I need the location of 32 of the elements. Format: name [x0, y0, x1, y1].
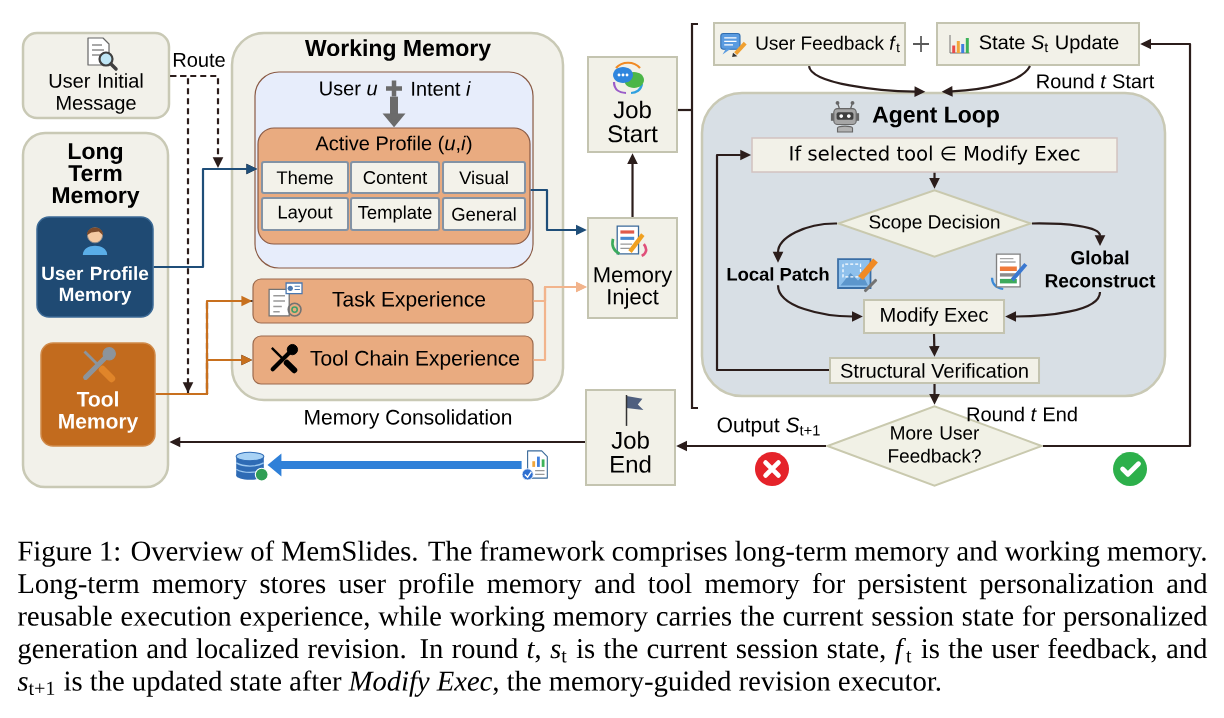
feedback-box: User Feedback f$_{t}$ [713, 22, 906, 66]
database-icon [235, 451, 269, 482]
process-box: Modify Exec [863, 299, 1005, 334]
step-box: Memory Inject [587, 217, 678, 319]
edge-label: Route [170, 51, 228, 69]
process-box: Structural Verification [829, 357, 1040, 384]
edge-label: Memory Consolidation [301, 407, 515, 431]
arrow [715, 149, 829, 372]
note-text: Round t Start [1037, 73, 1155, 89]
heading-text: Intent i [412, 81, 471, 96]
connector-line [678, 108, 692, 112]
caption: Figure 1: Overview of MemSlides. The framework comprises long-term memory and working memory. Long-term memory stores user profile memory and tool memory for persistent personalization and reusable execution experience, while working memory carries the current session state for personalized generation and localized revision. In round t, s$_{t}$ is the current session state, f$_{t}$ is the user feedback, and s$_{t+1}$ is the updated state after Modify Exec, the memory-guided revision executor. [17, 540, 1208, 697]
heading-text: User u [320, 81, 378, 96]
experience-box: Task Experience [252, 278, 534, 324]
attribute-cell: General [442, 197, 526, 231]
memory-card: Tool Memory [40, 342, 156, 447]
edge-label: Output S$_{t+1}$ [714, 415, 824, 439]
message-box: User Initial Message [21, 31, 171, 120]
attribute-cell: Layout [261, 197, 349, 231]
step-box: Job Start [587, 56, 678, 153]
attribute-cell: Template [350, 197, 440, 231]
step-box: Job End [585, 389, 676, 486]
attribute-cell: Theme [261, 161, 349, 194]
attribute-cell: Content [350, 161, 440, 194]
attribute-cell: Visual [442, 161, 526, 194]
document-chart-icon [521, 450, 548, 481]
branch-label: Local Patch [727, 267, 829, 281]
memory-card: User Profile Memory [36, 216, 154, 318]
branch-label: Global Reconstruct [1045, 250, 1156, 288]
experience-box: Tool Chain Experience [252, 335, 534, 385]
condition-box: If selected tool ∈ Modify Exec [751, 137, 1118, 173]
state-box: State S$_{t}$ Update [936, 22, 1140, 66]
